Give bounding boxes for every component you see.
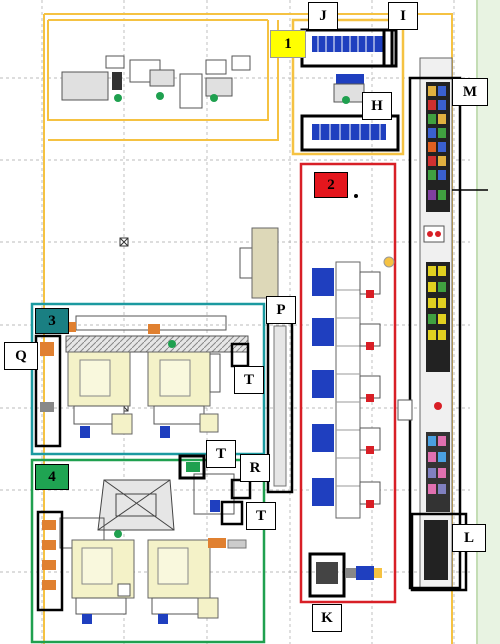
zone-1-label: 1 [270, 30, 306, 58]
zone-1-equipment [300, 28, 400, 152]
callout-m: M [452, 78, 488, 106]
top-left-machines [61, 55, 251, 109]
callout-h: H [362, 92, 392, 120]
callout-q: Q [4, 342, 38, 370]
zone-3-equipment [34, 315, 250, 448]
callout-k: K [312, 604, 342, 632]
zone-4-boundary [30, 458, 266, 644]
zone-4-equipment [36, 473, 247, 624]
top-left-yellow-area [47, 20, 269, 121]
zone-2-boundary [299, 162, 397, 604]
zone-4-label: 4 [35, 464, 69, 490]
zone-2-equipment [308, 194, 395, 598]
rack-column [397, 57, 488, 592]
zone-3-label: 3 [35, 308, 69, 334]
zone-3-boundary [30, 302, 266, 456]
callout-p: P [266, 296, 296, 324]
callout-t3: T [246, 502, 276, 530]
callout-l: L [452, 524, 486, 552]
callout-t1: T [234, 366, 264, 394]
callout-r: R [240, 454, 270, 482]
callout-i: I [388, 2, 418, 30]
callout-t2: T [206, 440, 236, 468]
zone-2-label: 2 [314, 172, 348, 198]
zone-1-boundary [291, 18, 405, 156]
callout-j: J [308, 2, 338, 30]
